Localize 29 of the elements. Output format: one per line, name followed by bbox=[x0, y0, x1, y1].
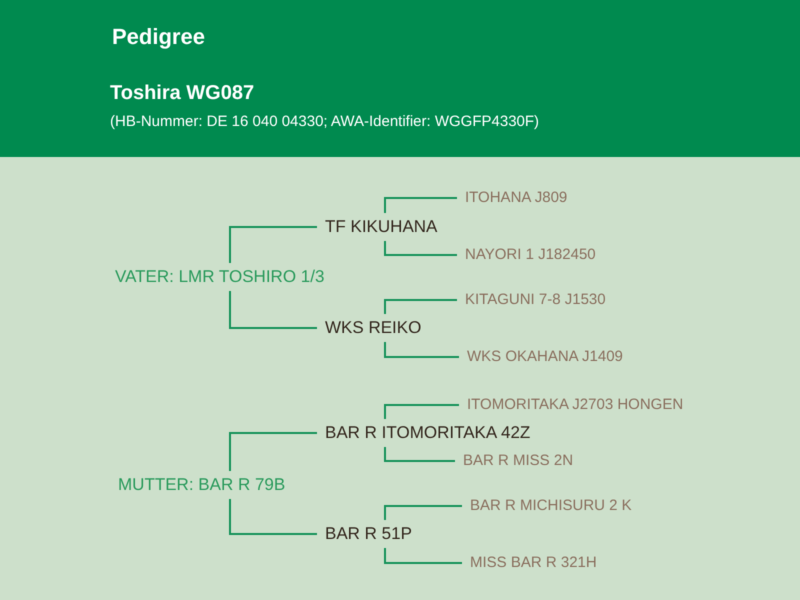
pedigree-line bbox=[384, 548, 462, 564]
title: Pedigree bbox=[112, 24, 205, 50]
pedigree-line bbox=[229, 499, 317, 535]
parent-name: BAR R 51P bbox=[325, 524, 412, 544]
grandparent-name: BAR R MISS 2N bbox=[463, 452, 574, 470]
parent-name: TF KIKUHANA bbox=[325, 217, 438, 237]
sire-dam-name: VATER: LMR TOSHIRO 1/3 bbox=[115, 267, 324, 287]
pedigree-line bbox=[384, 404, 459, 419]
grandparent-name: KITAGUNI 7-8 J1530 bbox=[465, 291, 606, 309]
grandparent-name: BAR R MICHISURU 2 K bbox=[470, 497, 632, 515]
pedigree-line bbox=[384, 342, 459, 358]
parent-name: WKS REIKO bbox=[325, 318, 422, 338]
pedigree-line bbox=[229, 432, 317, 471]
parent-name: BAR R ITOMORITAKA 42Z bbox=[325, 423, 530, 443]
grandparent-name: ITOHANA J809 bbox=[465, 189, 568, 207]
sire-dam-name: MUTTER: BAR R 79B bbox=[118, 475, 286, 495]
pedigree-line bbox=[384, 241, 457, 256]
grandparent-name: WKS OKAHANA J1409 bbox=[467, 348, 623, 366]
pedigree-line bbox=[229, 291, 317, 329]
pedigree-line bbox=[229, 226, 317, 263]
identifier-text: (HB-Nummer: DE 16 040 04330; AWA-Identifier: WGGFP4330F) bbox=[110, 113, 540, 130]
pedigree-line bbox=[384, 447, 455, 462]
animal-name: Toshira WG087 bbox=[110, 82, 254, 105]
pedigree-line bbox=[384, 299, 457, 314]
grandparent-name: ITOMORITAKA J2703 HONGEN bbox=[467, 396, 684, 414]
pedigree-line bbox=[384, 505, 462, 520]
grandparent-name: NAYORI 1 J182450 bbox=[465, 246, 596, 264]
pedigree-line bbox=[384, 197, 457, 213]
grandparent-name: MISS BAR R 321H bbox=[470, 554, 597, 572]
